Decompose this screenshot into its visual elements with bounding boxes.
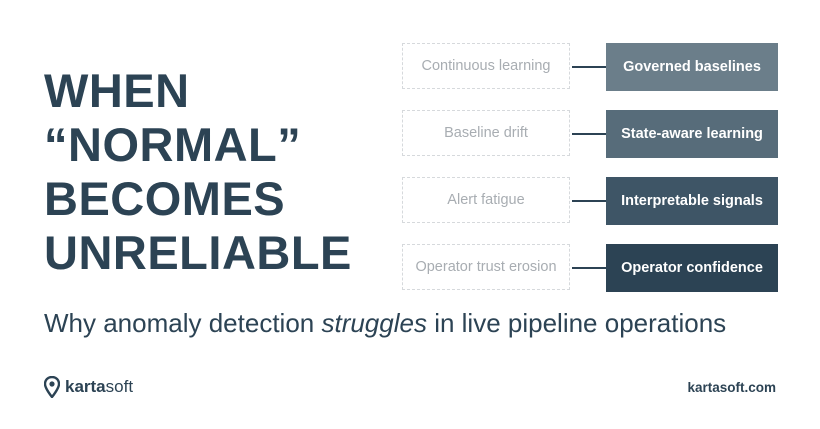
subtitle: Why anomaly detection struggles in live … xyxy=(44,308,726,339)
headline-line-3: BECOMES xyxy=(44,172,286,225)
problem-box: Operator trust erosion xyxy=(402,244,570,290)
brand-name-bold: karta xyxy=(65,377,106,396)
brand-name-light: soft xyxy=(105,377,134,396)
problem-box: Alert fatigue xyxy=(402,177,570,223)
comparison-row-3: Alert fatigue Interpretable signals xyxy=(402,177,778,225)
solution-box: Governed baselines xyxy=(606,43,778,91)
connector-line xyxy=(572,133,606,135)
solution-box: Interpretable signals xyxy=(606,177,778,225)
headline: WHEN “NORMAL” BECOMES UNRELIABLE xyxy=(44,64,352,280)
subtitle-after: in live pipeline operations xyxy=(426,308,727,338)
connector-line xyxy=(572,200,606,202)
problem-box: Baseline drift xyxy=(402,110,570,156)
headline-line-4: UNRELIABLE xyxy=(44,226,352,279)
problem-box: Continuous learning xyxy=(402,43,570,89)
comparison-row-2: Baseline drift State-aware learning xyxy=(402,110,778,158)
website-url: kartasoft.com xyxy=(687,380,776,395)
headline-line-1: WHEN xyxy=(44,64,190,117)
solution-box: State-aware learning xyxy=(606,110,778,158)
headline-line-2: “NORMAL” xyxy=(44,118,302,171)
subtitle-before: Why anomaly detection xyxy=(44,308,322,338)
subtitle-emphasis: struggles xyxy=(321,308,427,338)
solution-box: Operator confidence xyxy=(606,244,778,292)
brand-logo: kartasoft xyxy=(44,376,133,398)
connector-line xyxy=(572,66,606,68)
map-pin-icon xyxy=(44,376,60,398)
comparison-row-4: Operator trust erosion Operator confiden… xyxy=(402,244,778,292)
connector-line xyxy=(572,267,606,269)
comparison-row-1: Continuous learning Governed baselines xyxy=(402,43,778,91)
brand-name: kartasoft xyxy=(65,377,133,397)
